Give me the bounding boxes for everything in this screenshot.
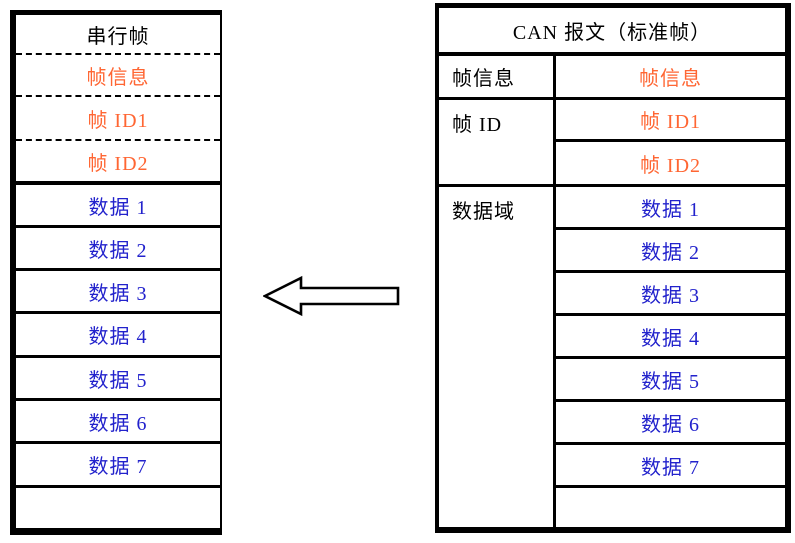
value-cell-data-3: 数据 3 [556, 273, 785, 316]
table-title-text: 串行帧 [86, 25, 150, 48]
value-cell-data-2: 数据 2 [556, 230, 785, 273]
table-row-data-3: 数据 3 [16, 271, 220, 314]
value-cell-data-6: 数据 6 [556, 402, 785, 445]
table-row-data-6: 数据 6 [16, 401, 220, 444]
row-label: 数据 2 [88, 239, 148, 262]
section-data-field: 数据域 数据 1 数据 2 数据 3 数据 4 数据 5 [439, 187, 785, 527]
row-label: 数据 5 [88, 369, 148, 392]
value-column: 帧信息 [556, 56, 785, 97]
value-column: 数据 1 数据 2 数据 3 数据 4 数据 5 数据 6 数据 [556, 187, 785, 527]
row-label: 数据 7 [88, 456, 148, 478]
field-cell-frame-info: 帧信息 [439, 56, 556, 97]
row-label: 帧 ID1 [87, 109, 149, 132]
section-frame-info: 帧信息 帧信息 [439, 56, 785, 100]
value-label: 数据 5 [641, 370, 700, 393]
value-cell-frame-info: 帧信息 [556, 56, 785, 97]
row-label: 帧信息 [86, 66, 150, 89]
can-message-table: CAN 报文（标准帧） 帧信息 帧信息 帧 ID 帧 ID1 [435, 3, 791, 533]
field-label: 数据域 [452, 201, 515, 223]
serial-frame-table-title: 串行帧 [16, 15, 220, 55]
row-label: 数据 3 [88, 282, 148, 305]
table-row-data-5: 数据 5 [16, 358, 220, 401]
left-arrow-icon [262, 275, 400, 317]
row-label: 帧 ID2 [87, 152, 149, 175]
value-column: 帧 ID1 帧 ID2 [556, 100, 785, 184]
value-cell-frame-id2: 帧 ID2 [556, 142, 785, 184]
value-cell-data-5: 数据 5 [556, 359, 785, 402]
value-cell-data-1: 数据 1 [556, 187, 785, 230]
value-cell-data-7: 数据 7 [556, 445, 785, 488]
value-label: 帧 ID2 [639, 154, 702, 177]
table-row-data-2: 数据 2 [16, 228, 220, 271]
value-cell-empty [556, 488, 785, 527]
value-label: 数据 6 [641, 413, 700, 436]
table-row-data-7: 数据 7 [16, 444, 220, 488]
field-cell-data-field: 数据域 [439, 187, 556, 527]
value-label: 数据 1 [641, 198, 700, 221]
table-row-data-4: 数据 4 [16, 314, 220, 358]
value-label: 数据 2 [641, 241, 700, 264]
table-row-frame-id1: 帧 ID1 [16, 97, 220, 141]
mapping-arrow [262, 275, 401, 317]
table-title-text: CAN 报文（标准帧） [512, 21, 712, 44]
table-row-empty [16, 488, 220, 528]
table-row-frame-info: 帧信息 [16, 55, 220, 97]
value-cell-data-4: 数据 4 [556, 316, 785, 359]
section-frame-id: 帧 ID 帧 ID1 帧 ID2 [439, 100, 785, 187]
value-cell-frame-id1: 帧 ID1 [556, 100, 785, 142]
value-label: 数据 7 [641, 456, 700, 479]
value-label: 帧信息 [639, 68, 702, 90]
table-row-frame-id2: 帧 ID2 [16, 141, 220, 185]
field-label: 帧 ID [452, 114, 503, 136]
row-label: 数据 6 [88, 412, 148, 435]
value-label: 帧 ID1 [639, 111, 702, 133]
row-label: 数据 4 [88, 326, 148, 348]
value-label: 数据 4 [641, 327, 700, 350]
table-row-data-1: 数据 1 [16, 185, 220, 228]
serial-frame-table: 串行帧 帧信息 帧 ID1 帧 ID2 数据 1 数据 2 数据 3 数据 4 … [10, 10, 222, 535]
field-cell-frame-id: 帧 ID [439, 100, 556, 184]
can-table-title: CAN 报文（标准帧） [439, 8, 785, 56]
value-label: 数据 3 [641, 284, 700, 307]
field-label: 帧信息 [452, 68, 515, 90]
row-label: 数据 1 [88, 196, 148, 219]
